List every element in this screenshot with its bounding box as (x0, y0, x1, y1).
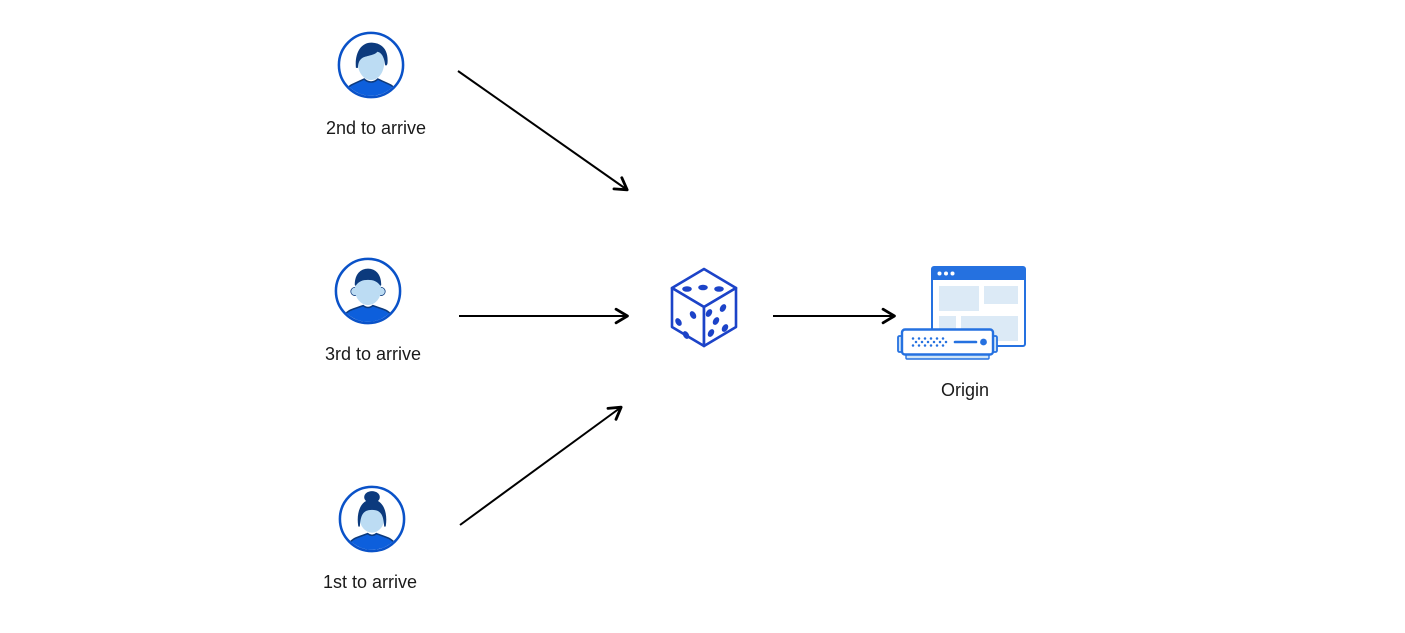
origin-label: Origin (940, 380, 990, 400)
server-vent-dots (911, 337, 948, 347)
arrow-user1-to-dice (459, 405, 623, 526)
user-avatar-icon (338, 485, 406, 553)
browser-window-icon (931, 266, 1026, 347)
user-first-label: 1st to arrive (322, 572, 418, 592)
user-second-label: 2nd to arrive (325, 118, 427, 138)
arrow-user2-to-dice (457, 70, 629, 192)
dice-icon (670, 267, 738, 348)
user-third-label: 3rd to arrive (324, 344, 422, 364)
user-avatar-icon (337, 31, 405, 99)
user-avatar-icon (334, 257, 402, 325)
server-icon (897, 328, 998, 360)
